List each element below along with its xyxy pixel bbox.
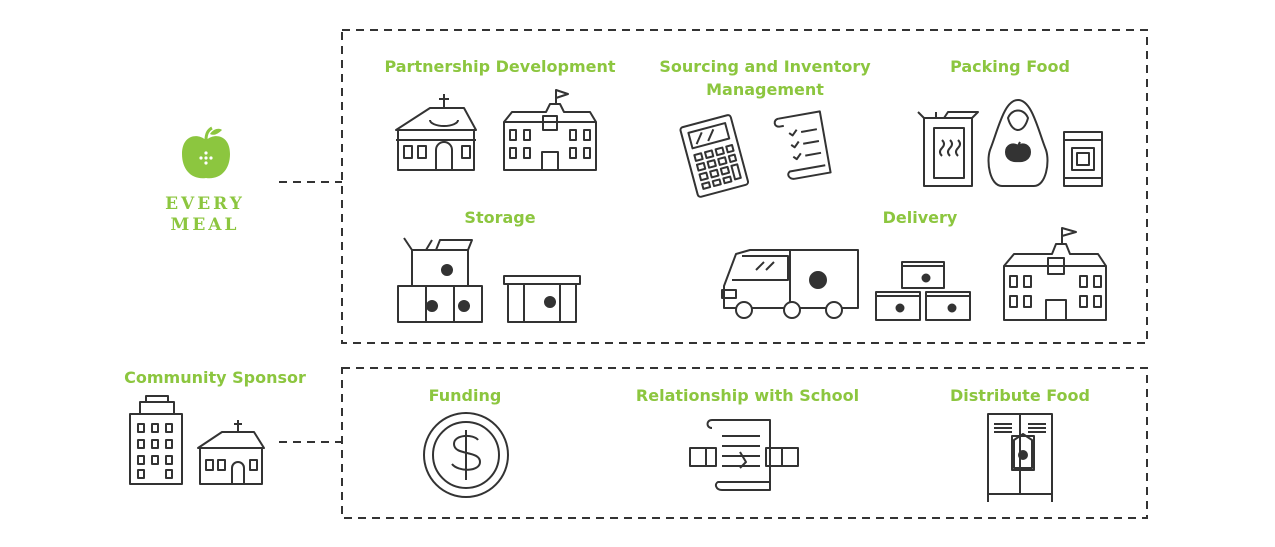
packing-title: Packing Food (950, 57, 1070, 76)
crates-icon (875, 261, 971, 321)
relationship-title: Relationship with School (635, 386, 860, 405)
brand-name-line2: MEAL (170, 215, 240, 235)
apple-bag-icon (987, 99, 1049, 187)
calculator-icon (679, 114, 750, 198)
handshake-contract-icon (689, 419, 799, 491)
cereal-box-icon (917, 111, 979, 187)
locker-icon (987, 413, 1053, 502)
school-icon (503, 89, 597, 171)
distribute-title: Distribute Food (950, 386, 1090, 405)
brand-name-line1: EVERY (165, 194, 245, 214)
school-icon-delivery (1003, 227, 1107, 321)
top-section-box (341, 29, 1148, 344)
checklist-scroll-icon (773, 110, 832, 180)
storage-title: Storage (464, 208, 536, 227)
funding-title: Funding (428, 386, 502, 405)
delivery-truck-icon (721, 249, 859, 319)
church-icon-sponsor (197, 420, 265, 485)
dollar-coin-icon (423, 412, 509, 498)
sponsor-title: Community Sponsor (124, 368, 306, 387)
partnership-title: Partnership Development (384, 57, 616, 76)
can-icon (1063, 131, 1103, 187)
office-building-icon (129, 395, 183, 485)
storage-bin-icon (503, 275, 581, 323)
delivery-title: Delivery (882, 208, 958, 227)
church-icon (395, 94, 477, 171)
sourcing-title-line1: Sourcing and Inventory (659, 57, 871, 76)
stacked-boxes-icon (397, 237, 483, 323)
sourcing-title-line2: Management (706, 80, 824, 99)
